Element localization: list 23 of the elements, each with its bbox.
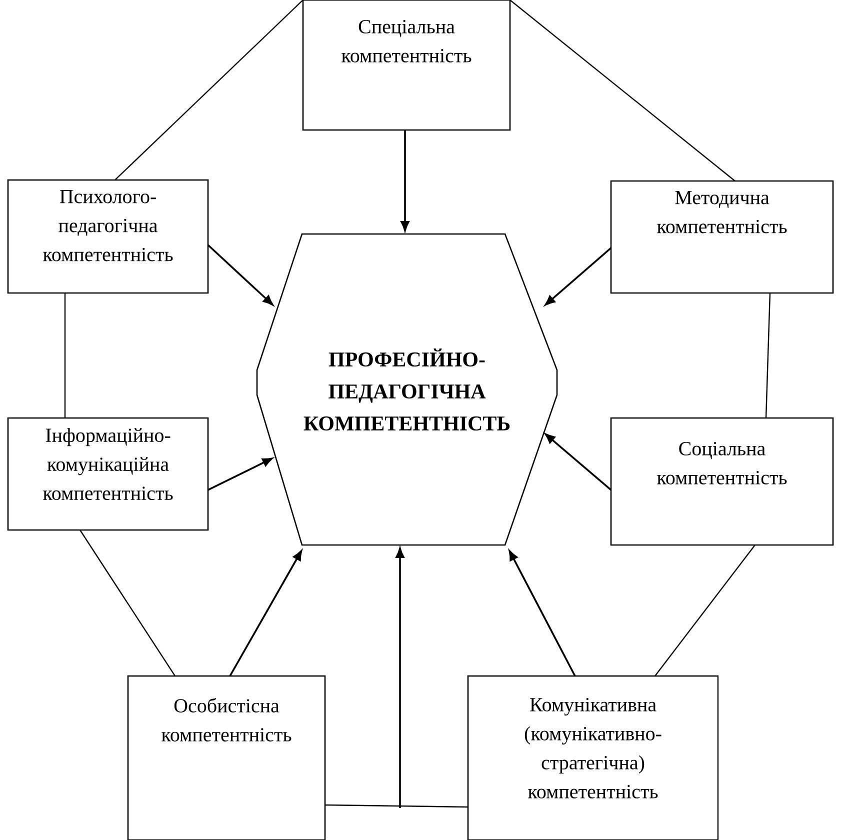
hexagon: ПРОФЕСІЙНО-ПЕДАГОГІЧНА КОМПЕТЕНТНІСТЬ [256,233,558,546]
connector-line [325,804,468,808]
connector-line [654,544,756,676]
text-box: Інформаційно-комунікаційна компетентність [7,417,209,531]
arrow [400,130,410,232]
arrow [396,548,404,808]
arrow [207,244,274,306]
connector-line [765,292,771,418]
text-box: Психолого-педагогічна компетентність [7,179,209,294]
arrow [508,550,576,676]
text-box: Соціальна компетентність [610,417,834,546]
arrow [229,550,302,676]
text-box: Методична компетентність [610,180,834,294]
arrow [544,433,612,491]
connector-line [510,0,736,182]
text-box: Особистісна компетентність [127,675,326,840]
arrow [544,247,612,306]
connector-line [114,0,304,180]
connector-line [80,530,176,676]
text-box: Комунікативна (комунікативно-стратегічна) компетентність [467,675,719,840]
connector-line [64,293,66,418]
text-box: Спеціальна компетентність [302,0,511,131]
arrow [208,458,273,491]
